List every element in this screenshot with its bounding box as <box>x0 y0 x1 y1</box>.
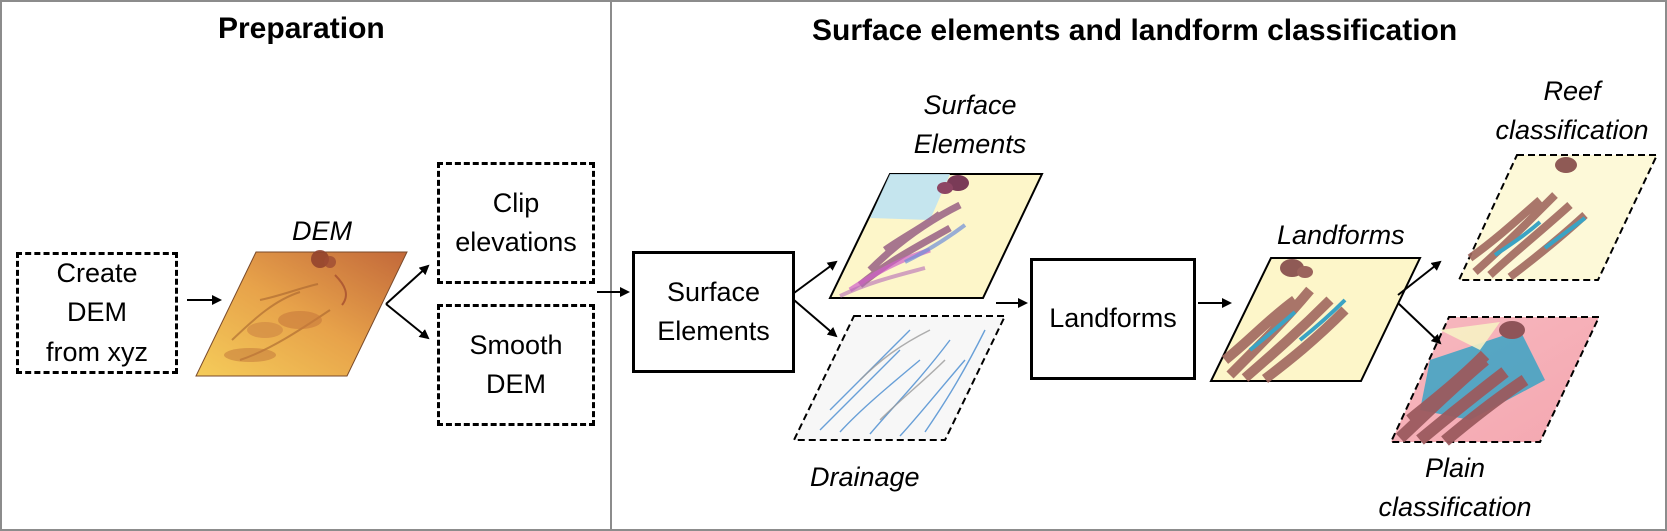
clip-line-1: Clip <box>492 187 540 218</box>
dem-label: DEM <box>292 216 352 246</box>
plain-classification-label: Plain classification <box>1365 449 1545 527</box>
surface-elements-line-1: Surface <box>666 276 761 307</box>
landforms-panel <box>1209 257 1422 383</box>
reef-classification-label: Reef classification <box>1482 72 1662 150</box>
surface-elements-label-line-1: Surface <box>923 90 1017 120</box>
surface-elements-line-2: Elements <box>657 316 770 346</box>
arrow-landforms-to-reef <box>1397 260 1442 296</box>
plain-label-line-1: Plain <box>1424 453 1486 483</box>
landforms-label: Landforms <box>1277 220 1405 250</box>
surface-elements-box: Surface Elements <box>632 251 795 373</box>
landforms-box: Landforms <box>1030 258 1196 380</box>
plain-label-line-2: classification <box>1378 492 1532 523</box>
create-dem-line-2: DEM <box>66 297 127 328</box>
reef-label-line-2: classification <box>1495 115 1649 146</box>
create-dem-box: Create DEM from xyz <box>16 252 178 374</box>
surface-elements-label: Surface Elements <box>900 86 1040 164</box>
clip-line-2: elevations <box>455 227 577 257</box>
smooth-dem-box: Smooth DEM <box>437 304 595 426</box>
preparation-title: Preparation <box>218 12 385 45</box>
smooth-line-2: DEM <box>486 369 546 399</box>
surface-classification-title: Surface elements and landform classifica… <box>812 14 1458 47</box>
surface-elements-panel <box>828 173 1044 299</box>
arrow-dem-to-smooth <box>385 303 430 340</box>
reef-label-line-1: Reef <box>1543 76 1601 106</box>
dem-panel <box>195 250 408 377</box>
landforms-box-label: Landforms <box>1049 303 1177 334</box>
plain-panel <box>1389 316 1601 446</box>
drainage-label: Drainage <box>810 462 920 492</box>
clip-elevations-box: Clip elevations <box>437 162 595 284</box>
arrow-dem-to-clip <box>385 264 430 305</box>
arrow-surface-to-elements <box>793 260 838 294</box>
arrow-landforms-to-plain <box>1397 302 1442 345</box>
drainage-panel <box>792 315 1007 441</box>
create-dem-line-1: Create <box>56 258 138 289</box>
smooth-line-1: Smooth <box>469 329 563 360</box>
surface-elements-label-line-2: Elements <box>913 129 1027 160</box>
arrow-surface-to-drainage <box>793 299 838 338</box>
create-dem-line-3: from xyz <box>45 336 148 367</box>
reef-panel <box>1457 154 1659 281</box>
